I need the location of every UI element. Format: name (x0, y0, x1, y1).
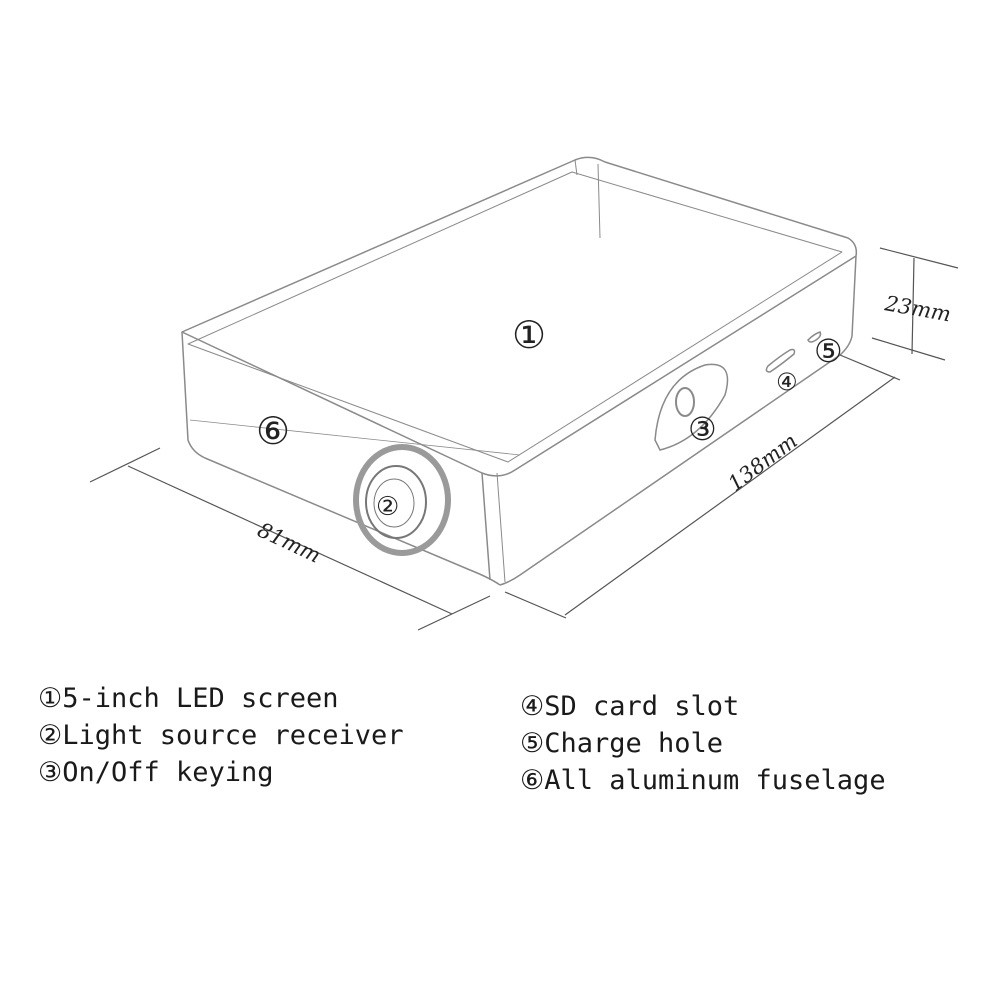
width-label: 81mm (254, 518, 324, 568)
legend-item-light-receiver: ②Light source receiver (38, 720, 404, 751)
power-button-outline (654, 363, 729, 451)
legend-item-on-off-keying: ③On/Off keying (38, 757, 274, 788)
callout-1: ① (512, 313, 546, 357)
callout-2: ② (376, 492, 399, 522)
legend-item-aluminum-fuselage: ⑥All aluminum fuselage (520, 765, 886, 796)
legend-item-led-screen: ①5-inch LED screen (38, 683, 339, 714)
callout-5: ⑤ (814, 332, 843, 370)
legend-item-sd-card-slot: ④SD card slot (520, 691, 740, 722)
legend-left-column: ①5-inch LED screen ②Light source receive… (38, 680, 404, 791)
dimension-lines (89, 247, 959, 631)
callout-labels: ① ② ③ ④ ⑤ ⑥ (256, 313, 843, 522)
legend-right-column: ④SD card slot ⑤Charge hole ⑥All aluminum… (520, 688, 886, 799)
device-body-outline (181, 156, 858, 586)
sd-slot-and-charge-hole (765, 331, 822, 373)
height-label: 23mm (882, 291, 953, 326)
callout-3: ③ (688, 410, 717, 448)
legend-item-charge-hole: ⑤Charge hole (520, 728, 724, 759)
light-source-receiver-lens (353, 444, 451, 556)
callout-6: ⑥ (256, 409, 290, 453)
callout-4: ④ (776, 368, 798, 396)
length-label: 138mm (724, 429, 802, 496)
